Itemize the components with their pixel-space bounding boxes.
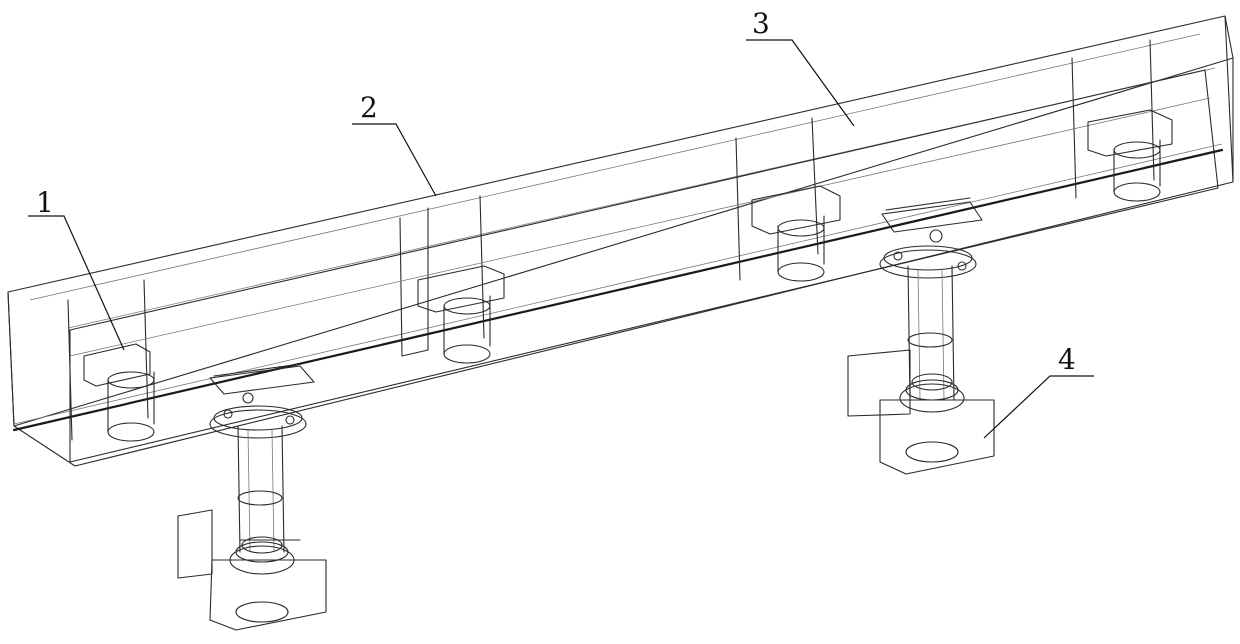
svg-text:4: 4 [1058, 343, 1076, 376]
svg-text:1: 1 [36, 186, 54, 219]
cylinder-unit-1 [83, 343, 155, 442]
cylinder-unit-3 [751, 185, 841, 282]
callout-2: 2 [352, 91, 437, 197]
left-support-column [177, 363, 327, 631]
svg-text:3: 3 [752, 7, 770, 40]
svg-text:2: 2 [360, 91, 378, 124]
cylinder-unit-4 [1087, 109, 1173, 202]
right-support-column [847, 197, 995, 475]
callout-1: 1 [28, 186, 125, 351]
callout-4: 4 [983, 343, 1094, 439]
callout-3: 3 [746, 7, 855, 127]
main-beam [7, 15, 1234, 467]
cylinder-unit-2 [417, 265, 505, 364]
